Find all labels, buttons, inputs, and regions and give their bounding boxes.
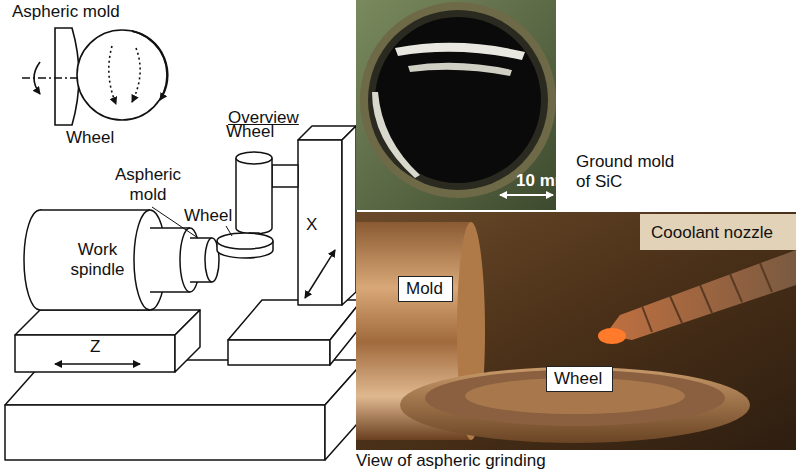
overview-sketch bbox=[22, 28, 168, 125]
part-label: Wheel bbox=[66, 128, 114, 148]
axis-label: Z bbox=[90, 337, 100, 357]
figure-caption: View of aspheric grinding bbox=[356, 451, 546, 471]
machine-drawing bbox=[5, 126, 365, 460]
label-box: Mold bbox=[398, 276, 453, 302]
grinding-photo bbox=[356, 212, 796, 450]
box-text: Mold bbox=[406, 279, 445, 299]
part-label: Aspheric mold bbox=[12, 2, 120, 22]
axis-label: X bbox=[306, 215, 317, 235]
box-text: Wheel bbox=[554, 369, 605, 389]
part-label: Wheel bbox=[184, 206, 232, 226]
label-box: Wheel bbox=[546, 366, 613, 392]
photo-label: Ground mold of SiC bbox=[576, 152, 688, 191]
part-label: Wheel bbox=[226, 122, 274, 142]
part-label: Work spindle bbox=[60, 240, 135, 279]
part-label: Aspheric mold bbox=[110, 165, 186, 204]
dimension-label: 10 mm bbox=[516, 171, 570, 191]
photo-label: Cooolant nozzle bbox=[651, 223, 773, 243]
